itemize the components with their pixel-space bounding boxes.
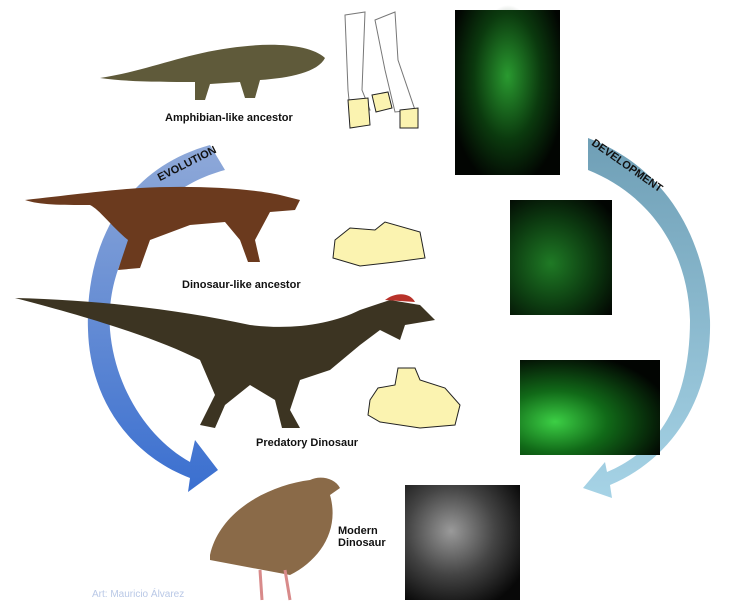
quail-image <box>210 477 340 601</box>
ankle-bone-predatory <box>367 367 461 429</box>
ct-scan-panel <box>405 485 520 600</box>
amphibian-ancestor-image <box>100 44 325 100</box>
stage-label-dinosaur-ancestor: Dinosaur-like ancestor <box>182 279 301 291</box>
ankle-bone-dino-ancestor <box>332 221 426 267</box>
microscopy-panel-2 <box>510 200 612 315</box>
stage-label-amphibian: Amphibian-like ancestor <box>165 112 293 124</box>
dinosaur-ancestor-image <box>25 186 300 270</box>
predatory-dinosaur-image <box>15 294 435 428</box>
art-credit: Art: Mauricio Álvarez <box>92 589 185 600</box>
microscopy-panel-1 <box>455 10 560 175</box>
stage-label-predatory: Predatory Dinosaur <box>256 437 359 449</box>
microscopy-panel-3 <box>520 360 660 455</box>
stage-label-modern: Modern Dinosaur <box>338 525 386 549</box>
development-arrow <box>583 138 711 498</box>
ankle-bone-amphibian <box>344 11 419 129</box>
